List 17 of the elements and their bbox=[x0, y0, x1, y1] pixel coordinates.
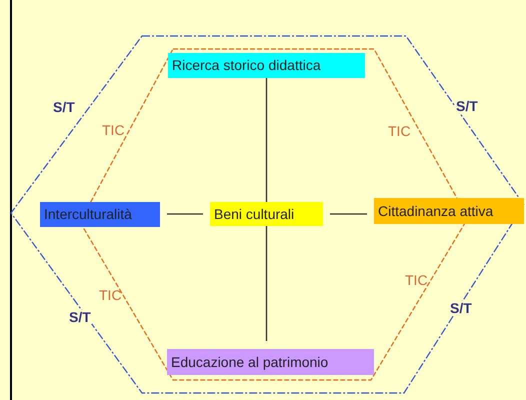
topic-box: Interculturalità bbox=[40, 202, 160, 227]
connector-line bbox=[330, 213, 367, 215]
connector-line bbox=[266, 226, 268, 341]
hexagon-label: S/T bbox=[68, 310, 92, 324]
connector-line bbox=[167, 213, 203, 215]
inner-hexagon-label: TIC bbox=[99, 286, 122, 305]
inner-hexagon-label: TIC bbox=[388, 122, 411, 141]
topic-box: Educazione al patrimonio bbox=[167, 349, 374, 375]
hexagon-label: S/T bbox=[455, 99, 479, 113]
hexagon-label: S/T bbox=[449, 301, 473, 315]
inner-hexagon-label: TIC bbox=[102, 121, 125, 140]
connector-line bbox=[266, 78, 268, 202]
inner-hexagon-label: TIC bbox=[405, 271, 428, 290]
topic-box: Beni culturali bbox=[210, 202, 323, 226]
topic-box: Cittadinanza attiva bbox=[374, 198, 524, 224]
hexagon-label: S/T bbox=[52, 100, 76, 114]
topic-box: Ricerca storico didattica bbox=[168, 53, 365, 78]
